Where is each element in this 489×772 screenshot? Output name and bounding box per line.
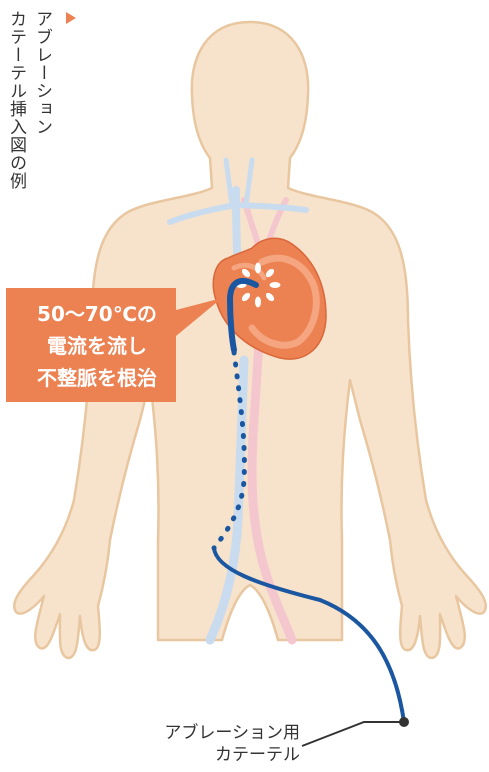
caption-leader-dot (399, 717, 409, 727)
caption-line-1: アブレーション用 (110, 722, 300, 744)
caption-line-2: カテーテル (110, 744, 300, 766)
callout-text: 50〜70℃の 電流を流し 不整脈を根治 (2, 298, 192, 394)
title-line-2: カテーテル挿入図の例 (7, 10, 24, 190)
title-line-1: アブレーション (33, 10, 50, 136)
title-arrow-icon (66, 12, 76, 24)
catheter-caption: アブレーション用 カテーテル (110, 722, 300, 766)
callout-line-1: 50〜70℃の (2, 298, 192, 330)
callout-line-2: 電流を流し (2, 330, 192, 362)
callout-line-3: 不整脈を根治 (2, 362, 192, 394)
caption-leader-line (302, 722, 404, 746)
